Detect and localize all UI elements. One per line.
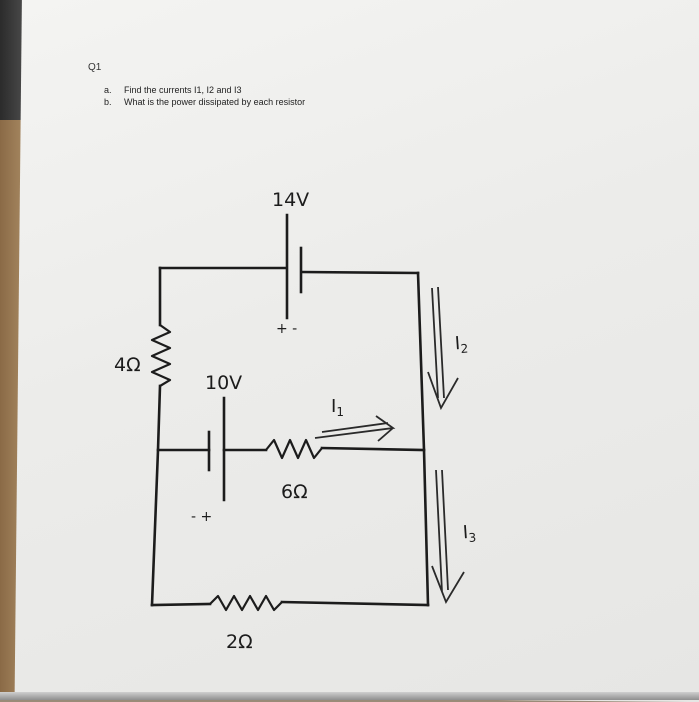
- resistor-4ohm-label: 4Ω: [114, 354, 141, 376]
- battery-10v-polarity: - +: [191, 509, 212, 525]
- current-i2-sub: 2: [460, 341, 469, 355]
- bottom-wire-left: [150, 602, 212, 607]
- item-text: What is the power dissipated by each res…: [124, 97, 306, 107]
- question-item-a: a. Find the currents I1, I2 and I3: [104, 84, 305, 96]
- top-wire-right: [300, 270, 420, 275]
- current-i2-label: I2: [454, 332, 469, 356]
- current-i1-label: I1: [331, 396, 344, 419]
- question-item-b: b. What is the power dissipated by each …: [104, 96, 305, 108]
- current-i1-sub: 1: [336, 405, 344, 419]
- resistor-2ohm-label: 2Ω: [226, 631, 253, 653]
- current-i2-arrow: [427, 286, 459, 411]
- resistor-6ohm-label: 6Ω: [281, 481, 308, 503]
- current-i1-arrow: [314, 415, 396, 442]
- current-i3-label: I3: [462, 521, 477, 545]
- mid-wire-right: [320, 446, 426, 452]
- resistor-4ohm: [150, 324, 172, 387]
- bottom-wire-right: [280, 600, 430, 607]
- photo-bottom-edge: [0, 692, 699, 700]
- item-letter: b.: [104, 97, 112, 107]
- question-number: Q1: [88, 62, 102, 73]
- item-text: Find the currents I1, I2 and I3: [124, 85, 242, 95]
- current-i3-arrow: [431, 469, 465, 605]
- battery-14v-polarity: + -: [276, 321, 297, 337]
- question-items: a. Find the currents I1, I2 and I3 b. Wh…: [104, 84, 305, 108]
- battery-10v-label: 10V: [205, 372, 242, 394]
- left-wire-bottom: [150, 384, 162, 607]
- battery-14v-label: 14V: [272, 189, 309, 211]
- resistor-6ohm: [265, 438, 323, 460]
- current-i2-base: I: [454, 333, 461, 354]
- right-wire: [416, 271, 430, 607]
- resistor-2ohm: [209, 594, 283, 612]
- current-i1-base: I: [331, 396, 336, 417]
- current-i3-sub: 3: [468, 530, 477, 544]
- item-letter: a.: [104, 85, 112, 95]
- current-i3-base: I: [462, 522, 469, 543]
